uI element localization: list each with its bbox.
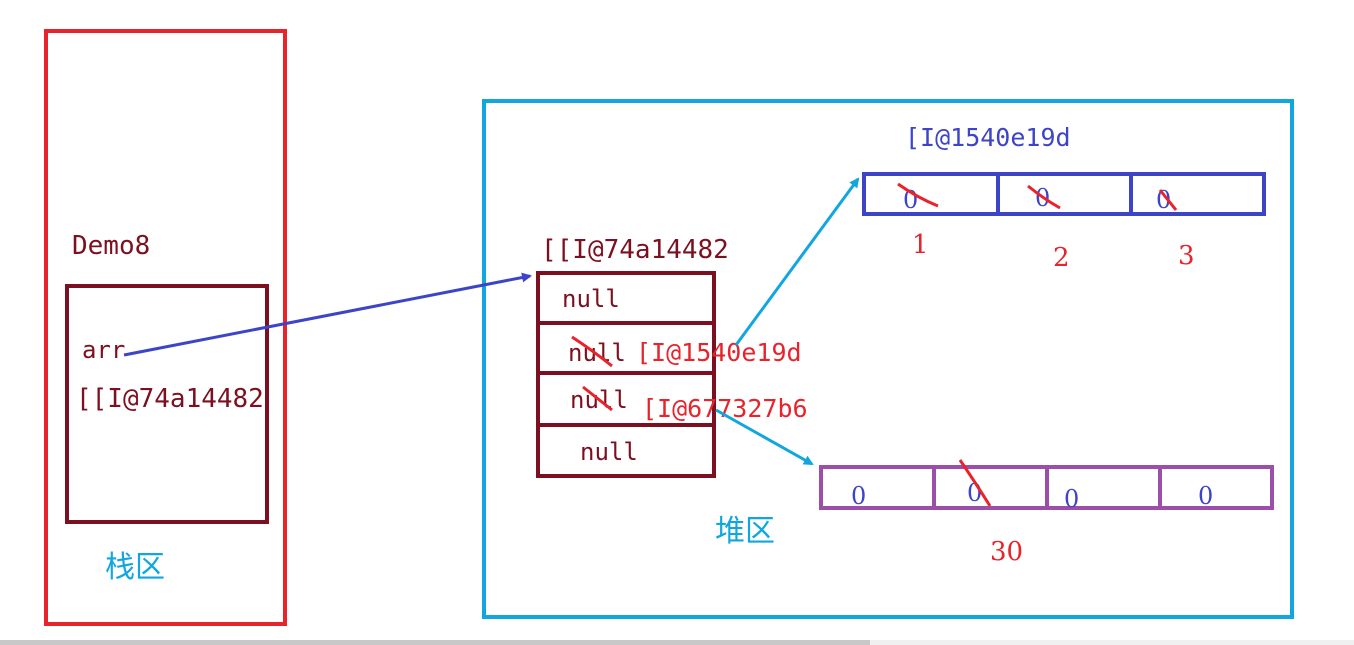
outer-cell-1-text: null	[568, 339, 626, 367]
outer-array-cell-3	[536, 423, 716, 478]
var-value: [[I@74a14482	[76, 384, 264, 414]
array-b-cell-0	[819, 465, 936, 510]
frame-label: Demo8	[72, 231, 151, 261]
array-b-cell-1	[932, 465, 1049, 510]
outer-cell-1-new-ref: [I@1540e19d	[636, 338, 802, 367]
array-a-new-value-2: 3	[1178, 241, 1195, 271]
outer-cell-0-text: null	[562, 285, 620, 313]
var-name: arr	[82, 336, 126, 364]
array-a-new-value-1: 2	[1053, 243, 1070, 273]
array-b-cell-3-text: 0	[1198, 482, 1214, 510]
array-a-address: [I@1540e19d	[905, 123, 1071, 152]
array-b-cell-2	[1045, 465, 1162, 510]
outer-cell-2-new-ref: [I@677327b6	[642, 394, 808, 423]
array-b-cell-0-text: 0	[851, 482, 867, 510]
outer-array-address: [[I@74a14482	[541, 235, 729, 265]
array-b-cell-2-text: 0	[1064, 485, 1080, 513]
array-a-cell-2-text: 0	[1156, 186, 1172, 214]
array-b-new-value: 30	[990, 537, 1024, 567]
array-a-cell-1	[996, 172, 1133, 216]
horizontal-scrollbar-thumb[interactable]	[0, 640, 870, 645]
array-a-cell-1-text: 0	[1035, 184, 1051, 212]
heap-region	[482, 99, 1294, 619]
array-b-cell-3	[1158, 465, 1274, 510]
array-a-cell-2	[1129, 172, 1266, 216]
array-b-cell-1-text: 0	[967, 479, 983, 507]
stack-region-label: 栈区	[105, 550, 165, 585]
heap-region-label: 堆区	[715, 514, 775, 549]
outer-cell-3-text: null	[580, 438, 638, 466]
array-a-cell-0	[862, 172, 1000, 216]
outer-cell-2-text: null	[570, 386, 628, 414]
array-a-cell-0-text: 0	[903, 186, 919, 214]
array-a-new-value-0: 1	[912, 230, 929, 260]
